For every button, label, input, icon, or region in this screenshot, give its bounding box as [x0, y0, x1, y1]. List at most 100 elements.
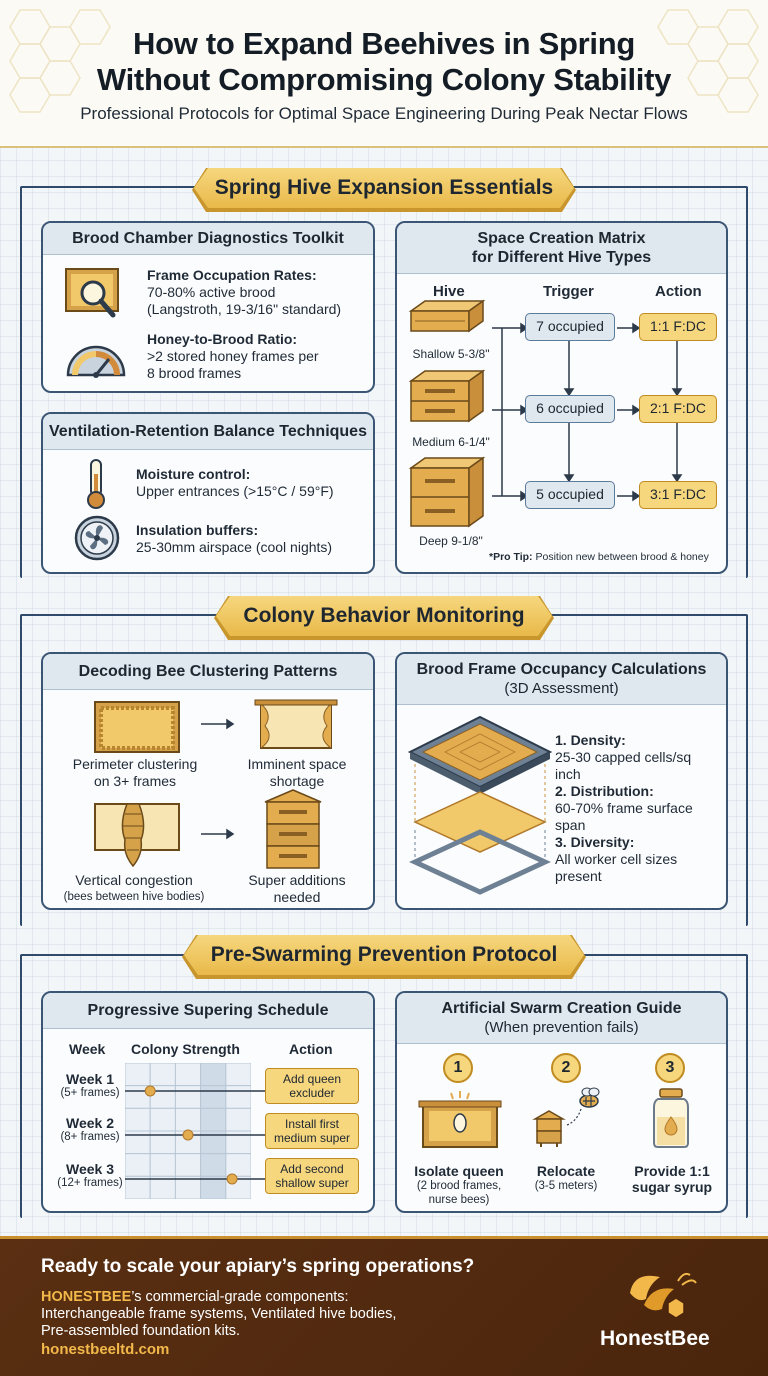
honeycomb-decoration-left: [9, 9, 111, 113]
step-relocate: Relocate (3-5 meters): [534, 1163, 598, 1192]
col-action: Action: [655, 283, 702, 300]
footer-brand: HONESTBEE: [41, 1289, 132, 1305]
vertical-congestion-label: Vertical congestion (bees between hive b…: [63, 872, 205, 903]
page-title-line1: How to Expand Beehives in Spring: [133, 26, 635, 61]
honey-brood-ratio-item: Honey-to-Brood Ratio: >2 stored honey fr…: [147, 331, 319, 381]
grid-cell: [149, 1063, 176, 1087]
header: How to Expand Beehives in Spring Without…: [0, 0, 768, 148]
honeycomb-decoration-right: [657, 9, 759, 113]
gauge-icon: [66, 345, 126, 378]
schedule-week1: Week 1 (5+ frames): [60, 1071, 120, 1099]
trigger-medium: 6 occupied: [525, 395, 615, 423]
grid-cell: [225, 1107, 251, 1132]
schedule-title: Progressive Supering Schedule: [43, 993, 373, 1029]
grid-cell: [200, 1153, 227, 1177]
super-additions-label: Super additions needed: [248, 872, 346, 905]
grid-cell: [225, 1063, 251, 1087]
grid-cell: [200, 1085, 227, 1109]
moisture-control-item: Moisture control: Upper entrances (>15°C…: [136, 466, 334, 499]
page-title: How to Expand Beehives in Spring Without…: [0, 26, 768, 98]
schedule-week2: Week 2 (8+ frames): [60, 1115, 120, 1143]
hive-label-shallow: Shallow 5-3/8": [412, 347, 490, 361]
grid-cell: [200, 1063, 227, 1087]
schedule-week3: Week 3 (12+ frames): [57, 1161, 123, 1189]
footer-url-link[interactable]: honestbeeltd.com: [41, 1341, 170, 1358]
grid-cell: [149, 1107, 176, 1132]
strength-marker: [226, 1173, 238, 1185]
action-deep: 3:1 F:DC: [639, 481, 717, 509]
supering-schedule-panel: Progressive Supering Schedule Week Colon…: [41, 991, 375, 1213]
grid-cell: [174, 1107, 202, 1132]
col-trigger: Trigger: [543, 283, 594, 300]
strength-marker: [144, 1085, 156, 1097]
clustering-diagram: [94, 699, 338, 869]
grid-cell: [174, 1153, 202, 1177]
action-shallow: 1:1 F:DC: [639, 313, 717, 341]
banner-expansion-essentials: Spring Hive Expansion Essentials: [194, 168, 574, 208]
matrix-diagram: [408, 299, 683, 528]
strength-marker: [182, 1129, 194, 1141]
clustering-panel: Decoding Bee Clustering Patterns: [41, 652, 375, 910]
pro-tip: *Pro Tip: Position new between brood & h…: [489, 551, 709, 563]
action-add-queen-excluder: Add queen excluder: [265, 1068, 359, 1104]
footer: Ready to scale your apiary’s spring oper…: [0, 1236, 768, 1376]
swarm-title: Artificial Swarm Creation Guide (When pr…: [397, 993, 726, 1044]
step-isolate-queen: Isolate queen (2 brood frames, nurse bee…: [414, 1163, 504, 1206]
perimeter-clustering-label: Perimeter clustering on 3+ frames: [72, 756, 198, 789]
grid-cell: [200, 1107, 227, 1132]
footer-cta: Ready to scale your apiary’s spring oper…: [41, 1256, 475, 1277]
honestbee-logo-text: HonestBee: [600, 1327, 710, 1350]
clustering-title: Decoding Bee Clustering Patterns: [43, 654, 373, 690]
occupancy-list: 1. Density: 25-30 capped cells/sq inch 2…: [555, 732, 693, 884]
col-hive: Hive: [433, 283, 465, 300]
syrup-jar-icon: [653, 1088, 689, 1148]
ventilation-title: Ventilation-Retention Balance Techniques: [43, 414, 373, 450]
trigger-shallow: 7 occupied: [525, 313, 615, 341]
frame-occupation-item: Frame Occupation Rates: 70-80% active br…: [147, 267, 342, 317]
step-2-number: 2: [551, 1053, 581, 1083]
swarm-guide-panel: Artificial Swarm Creation Guide (When pr…: [395, 991, 728, 1213]
shallow-hive-icon: [408, 299, 486, 333]
grid-cell: [174, 1063, 202, 1087]
page-title-line2: Without Compromising Colony Stability: [96, 62, 672, 97]
footer-body: HONESTBEE’s commercial-grade components:…: [41, 1289, 397, 1339]
banner-behavior-monitoring: Colony Behavior Monitoring: [216, 596, 552, 636]
banner-pre-swarming: Pre-Swarming Prevention Protocol: [184, 935, 584, 975]
occupancy-panel: Brood Frame Occupancy Calculations (3D A…: [395, 652, 728, 910]
grid-cell: [125, 1063, 151, 1087]
action-install-medium-super: Install first medium super: [265, 1113, 359, 1149]
step-3-number: 3: [655, 1053, 685, 1083]
trigger-deep: 5 occupied: [525, 481, 615, 509]
perimeter-frame-icon: [94, 701, 180, 753]
diagnostics-title: Brood Chamber Diagnostics Toolkit: [43, 223, 373, 255]
step-sugar-syrup: Provide 1:1 sugar syrup: [631, 1163, 713, 1195]
page-subtitle: Professional Protocols for Optimal Space…: [80, 104, 688, 123]
medium-hive-icon: [408, 369, 486, 423]
deep-hive-icon: [408, 456, 486, 528]
hive-label-deep: Deep 9-1/8": [419, 534, 483, 548]
grid-cell: [225, 1153, 251, 1177]
thermometer-icon: [87, 459, 105, 509]
col-schedule-action: Action: [289, 1041, 333, 1057]
grid-cell: [225, 1085, 251, 1109]
diagnostics-panel: Brood Chamber Diagnostics Toolkit Frame …: [41, 221, 375, 393]
hive-label-medium: Medium 6-1/4": [412, 435, 490, 449]
crowded-frame-icon: [254, 699, 338, 749]
stacked-hive-icon: [264, 789, 322, 869]
relocate-hive-icon: [532, 1087, 600, 1147]
grid-cell: [125, 1153, 151, 1177]
isolate-queen-icon: [418, 1091, 502, 1148]
col-colony-strength: Colony Strength: [131, 1041, 240, 1057]
layered-frame-icon: [407, 715, 553, 895]
action-medium: 2:1 F:DC: [639, 395, 717, 423]
step-1-number: 1: [443, 1053, 473, 1083]
grid-cell: [149, 1153, 176, 1177]
frame-magnifier-icon: [65, 268, 119, 318]
space-matrix-panel: Space Creation Matrix for Different Hive…: [395, 221, 728, 574]
grid-cell: [125, 1107, 151, 1132]
space-matrix-title: Space Creation Matrix for Different Hive…: [397, 223, 726, 274]
colony-strength-grid: [125, 1063, 251, 1199]
vertical-congestion-icon: [94, 803, 180, 868]
fan-icon: [74, 515, 120, 561]
occupancy-title: Brood Frame Occupancy Calculations (3D A…: [397, 654, 726, 705]
